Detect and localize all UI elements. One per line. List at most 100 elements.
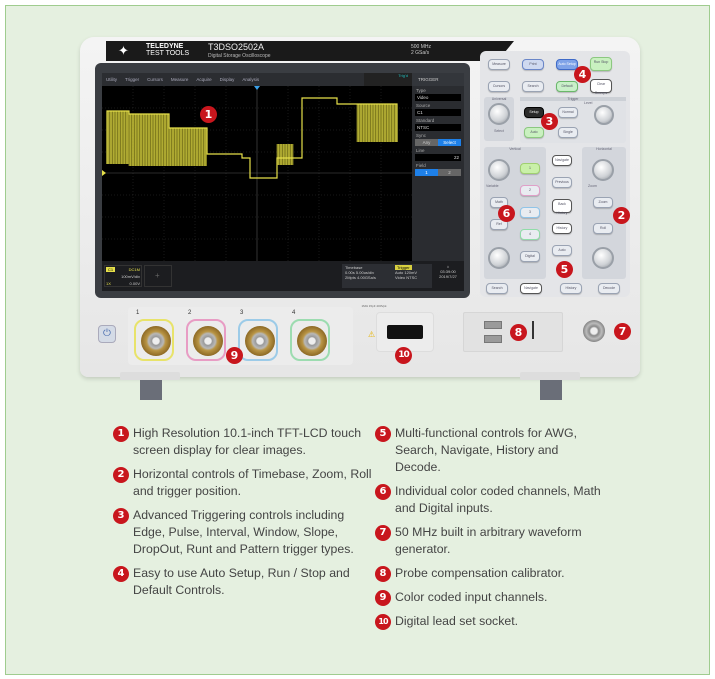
timebase-knob[interactable] [592,159,614,181]
channel3-button[interactable]: 3 [520,207,540,218]
model-subtitle: Digital Storage Oscilloscope [208,53,271,59]
trigger-setup-button[interactable]: Setup [524,107,544,118]
roll-button[interactable]: Roll [593,223,613,234]
source-field[interactable]: C1 [415,109,461,116]
add-channel-slot[interactable]: + [144,265,172,287]
horizontal-section: Horizontal Zoom Zoom Roll [582,147,626,279]
history-mid-button[interactable]: History [552,223,572,234]
previous-button[interactable]: Previous [552,177,572,188]
trigger-position-marker [254,86,260,90]
navigate-button[interactable]: Navigate [520,283,542,294]
callout-badge-8: 8 [510,324,527,341]
vertical-scale-knob[interactable] [488,159,510,181]
control-panel: Measure Print Auto Setup Run Stop Cursor… [480,51,630,297]
power-icon: ⏻ [103,328,111,339]
menu-trigger[interactable]: Trigger [125,77,140,82]
zoom-button[interactable]: Zoom [593,197,613,208]
socket-port-icon [387,325,423,339]
menu-utility[interactable]: Utility [106,77,117,82]
source-label: Source [416,103,431,108]
horizontal-position-knob[interactable] [592,247,614,269]
trigger-status-chip: Trig'd [364,73,412,86]
default-button[interactable]: Default [556,81,578,92]
digital-lead-socket[interactable] [376,312,434,352]
history-button[interactable]: History [560,283,582,294]
usb-port-icon[interactable] [484,335,502,343]
menu-display[interactable]: Display [219,77,235,82]
bnc-connector-icon [245,326,275,356]
search-button[interactable]: Search [486,283,508,294]
menu-cursors[interactable]: Cursors [147,77,163,82]
channel1-bnc-input[interactable] [134,319,174,361]
number-badge: 8 [375,566,391,582]
back-history-button[interactable]: Back History [552,199,572,215]
number-badge: 1 [113,426,129,442]
channel4-bnc-input[interactable] [290,319,330,361]
decode-button[interactable]: Decode [598,283,620,294]
spec-sample-rate: 2 GSa/s [411,50,430,56]
measure-button[interactable]: Measure [488,59,510,70]
channel4-button[interactable]: 4 [520,229,540,240]
sync-option-select[interactable]: Select [438,139,461,146]
universal-knob[interactable] [488,103,510,125]
clock-display: ⌂ 03:39:00 2019/7/27 [434,264,462,288]
number-badge: 3 [113,508,129,524]
video-bursts [107,104,397,166]
screen-menu-bar: Utility Trigger Cursors Measure Acquire … [102,73,412,86]
usb-calibrator-bay [463,312,563,352]
field-option-2[interactable]: 2 [438,169,461,176]
line-field[interactable]: 22 [415,154,461,161]
standard-select[interactable]: NTSC [415,124,461,131]
callout-badge-5: 5 [556,261,573,278]
number-badge: 4 [113,566,129,582]
field-option-1[interactable]: 1 [415,169,438,176]
search-top-button[interactable]: Search [522,81,544,92]
menu-measure[interactable]: Measure [170,77,189,82]
sync-option-any[interactable]: Any [415,139,438,146]
usb-port-icon[interactable] [484,321,502,329]
awg-output-bnc[interactable] [583,320,605,342]
digital-button[interactable]: Digital [520,251,540,262]
bnc-connector-icon [193,326,223,356]
trigger-single-button[interactable]: Single [558,127,578,138]
cursors-button[interactable]: Cursors [488,81,510,92]
number-badge: 2 [113,467,129,483]
left-foot [120,372,180,400]
menu-analysis[interactable]: Analysis [242,77,260,82]
channel2-bnc-input[interactable] [186,319,226,361]
trigger-section: Trigger Setup Normal Auto Single Level [520,97,626,143]
vertical-position-knob[interactable] [488,247,510,269]
trigger-info[interactable]: Trigger Auto 120mV Video NTSC [392,264,432,288]
callout-badge-6: 6 [498,205,515,222]
channel1-info[interactable]: C1 DC1M 100mV/div 1X 0.00V [104,265,142,287]
run-stop-button[interactable]: Run Stop [590,57,612,71]
auto-setup-button[interactable]: Auto Setup [556,59,578,70]
menu-acquire[interactable]: Acquire [196,77,212,82]
channel2-button[interactable]: 2 [520,185,540,196]
channel1-button[interactable]: 1 [520,163,540,174]
trigger-level-knob[interactable] [594,105,614,125]
channel3-bnc-input[interactable] [238,319,278,361]
callout-badge-7: 7 [614,323,631,340]
trigger-auto-button[interactable]: Auto [524,127,544,138]
ref-button[interactable]: Ref [490,219,508,230]
navigate-mid-button[interactable]: Navigate [552,155,572,166]
bnc-connector-icon [297,326,327,356]
type-field[interactable]: Video [415,94,461,101]
number-badge: 9 [375,590,391,606]
clear-sweeps-button[interactable]: Clear Sweeps [590,79,612,95]
display-screen: Utility Trigger Cursors Measure Acquire … [102,73,464,291]
power-button[interactable]: ⏻ [98,325,116,343]
print-button[interactable]: Print [522,59,544,70]
line-label: Line [416,148,425,153]
auto-mid-button[interactable]: Auto [552,245,572,256]
trigger-normal-button[interactable]: Normal [558,107,578,118]
home-icon[interactable]: ⌂ [446,264,450,269]
